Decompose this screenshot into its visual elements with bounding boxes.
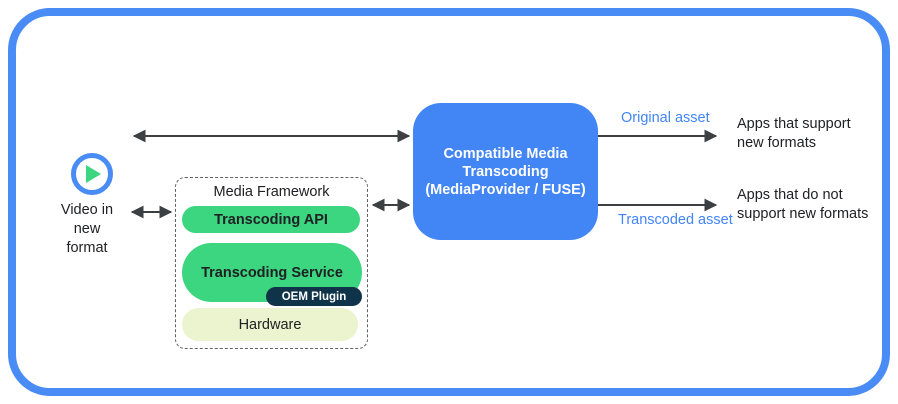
play-icon [71, 153, 113, 195]
oem-plugin-pill: OEM Plugin [266, 287, 362, 306]
video-source-label-line: format [66, 240, 108, 256]
transcoding-box-line: Compatible Media [443, 145, 568, 162]
video-source-label-line: new [73, 221, 101, 237]
play-triangle-icon [86, 165, 101, 183]
video-source-label: Video in new format [47, 201, 127, 258]
transcoded-asset-label: Transcoded asset [618, 212, 733, 228]
media-framework-box: Media Framework Transcoding API Transcod… [175, 177, 368, 349]
transcoding-box-line: Transcoding [462, 163, 549, 180]
hardware-pill: Hardware [182, 308, 358, 341]
video-source-label-line: Video in [60, 202, 114, 218]
apps-support-label: Apps that support new formats [737, 115, 851, 153]
compatible-media-transcoding-box: Compatible Media Transcoding (MediaProvi… [413, 103, 598, 240]
apps-support-line: Apps that support [737, 116, 851, 132]
apps-no-support-line: support new formats [737, 206, 869, 222]
apps-support-line: new formats [737, 135, 816, 151]
media-framework-title: Media Framework [213, 184, 330, 200]
original-asset-label: Original asset [621, 110, 710, 126]
apps-no-support-line: Apps that do not [737, 187, 843, 203]
apps-no-support-label: Apps that do not support new formats [737, 186, 868, 224]
transcoding-box-line: (MediaProvider / FUSE) [425, 181, 586, 198]
transcoding-api-pill: Transcoding API [182, 206, 360, 233]
